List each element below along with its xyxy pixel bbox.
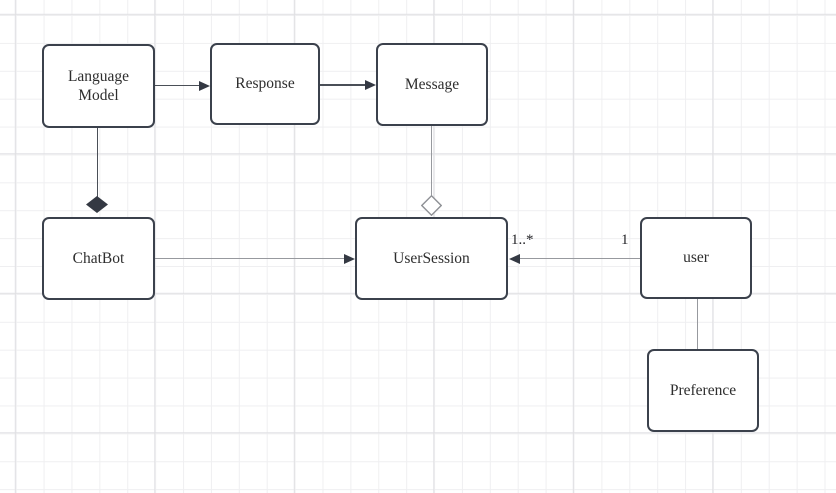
class-box-language-model[interactable]: Language Model xyxy=(42,44,155,128)
class-label: ChatBot xyxy=(72,249,125,267)
edge-languagemodel-chatbot[interactable] xyxy=(96,128,98,200)
edge-user-usersession[interactable] xyxy=(520,257,640,260)
edge-chatbot-usersession[interactable] xyxy=(155,257,345,260)
class-label: Language Model xyxy=(67,67,130,104)
class-label: Preference xyxy=(669,381,737,399)
edge-response-message[interactable] xyxy=(320,84,366,86)
composition-diamond-icon xyxy=(86,196,108,213)
class-box-chatbot[interactable]: ChatBot xyxy=(42,217,155,300)
class-box-message[interactable]: Message xyxy=(376,43,488,126)
class-label: Message xyxy=(404,75,460,93)
arrowhead-icon xyxy=(199,80,210,91)
class-label: user xyxy=(683,249,709,267)
multiplicity-label-usersession: 1..* xyxy=(511,232,534,248)
class-box-response[interactable]: Response xyxy=(210,43,320,125)
arrowhead-icon xyxy=(344,253,355,264)
edge-user-preference[interactable] xyxy=(696,299,698,349)
edge-message-usersession[interactable] xyxy=(430,126,432,197)
class-label: Response xyxy=(235,75,295,93)
class-label: UserSession xyxy=(393,249,470,267)
edge-languagemodel-response[interactable] xyxy=(155,84,200,87)
aggregation-diamond-icon xyxy=(421,195,442,216)
class-box-preference[interactable]: Preference xyxy=(647,349,759,432)
multiplicity-label-user: 1 xyxy=(621,232,629,248)
class-box-usersession[interactable]: UserSession xyxy=(355,217,508,300)
class-box-user[interactable]: user xyxy=(640,217,752,299)
arrowhead-icon xyxy=(509,253,520,264)
arrowhead-icon xyxy=(365,80,376,90)
